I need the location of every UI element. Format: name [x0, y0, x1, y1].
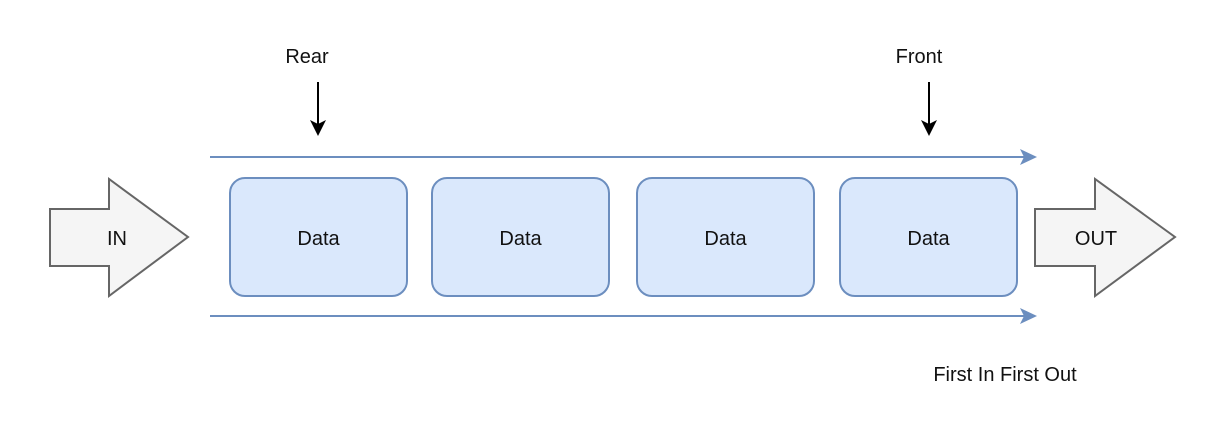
- in-label: IN: [107, 228, 127, 250]
- front-pointer-arrow: [921, 82, 937, 136]
- out-label: OUT: [1075, 228, 1117, 250]
- bottom-flow-line: [210, 308, 1037, 324]
- data-node: Data: [839, 177, 1018, 297]
- fifo-caption: First In First Out: [933, 364, 1077, 386]
- data-node: Data: [431, 177, 610, 297]
- front-label: Front: [896, 46, 943, 68]
- data-node: Data: [229, 177, 408, 297]
- data-node-label: Data: [907, 228, 950, 250]
- data-node-label: Data: [704, 228, 747, 250]
- data-node-label: Data: [297, 228, 340, 250]
- data-node-label: Data: [499, 228, 542, 250]
- rear-label: Rear: [285, 46, 329, 68]
- top-flow-line: [210, 149, 1037, 165]
- rear-pointer-arrow: [310, 82, 326, 136]
- out-arrow: OUT: [1034, 177, 1177, 298]
- in-arrow: IN: [49, 177, 190, 298]
- data-node: Data: [636, 177, 815, 297]
